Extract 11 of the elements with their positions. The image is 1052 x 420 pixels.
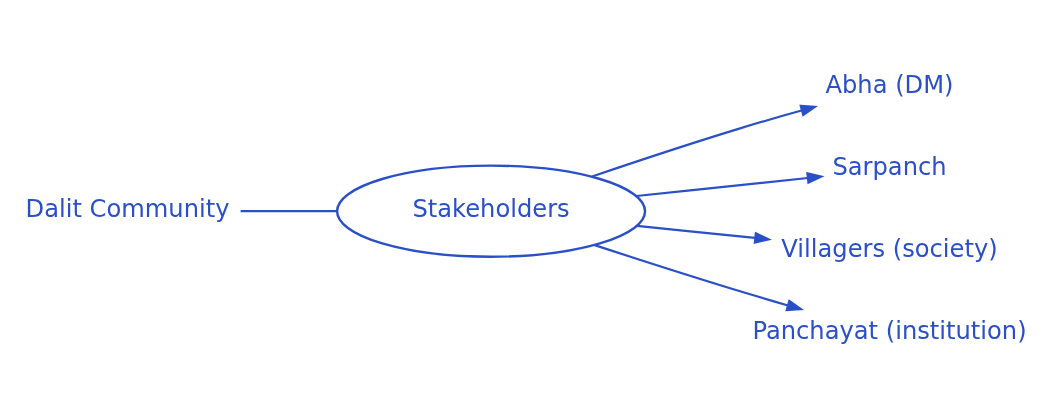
node-text: Dalit Community <box>25 194 230 223</box>
node-text: Sarpanch <box>832 152 947 181</box>
arrow <box>594 243 805 311</box>
connector <box>240 209 337 212</box>
arrow <box>591 104 819 177</box>
node-text: Abha (DM) <box>825 70 954 99</box>
node-text: Villagers (society) <box>781 234 998 263</box>
arrow <box>636 171 825 197</box>
node-text: Panchayat (institution) <box>752 316 1027 345</box>
arrow <box>636 224 772 244</box>
node-ellipse: Stakeholders <box>335 163 647 258</box>
